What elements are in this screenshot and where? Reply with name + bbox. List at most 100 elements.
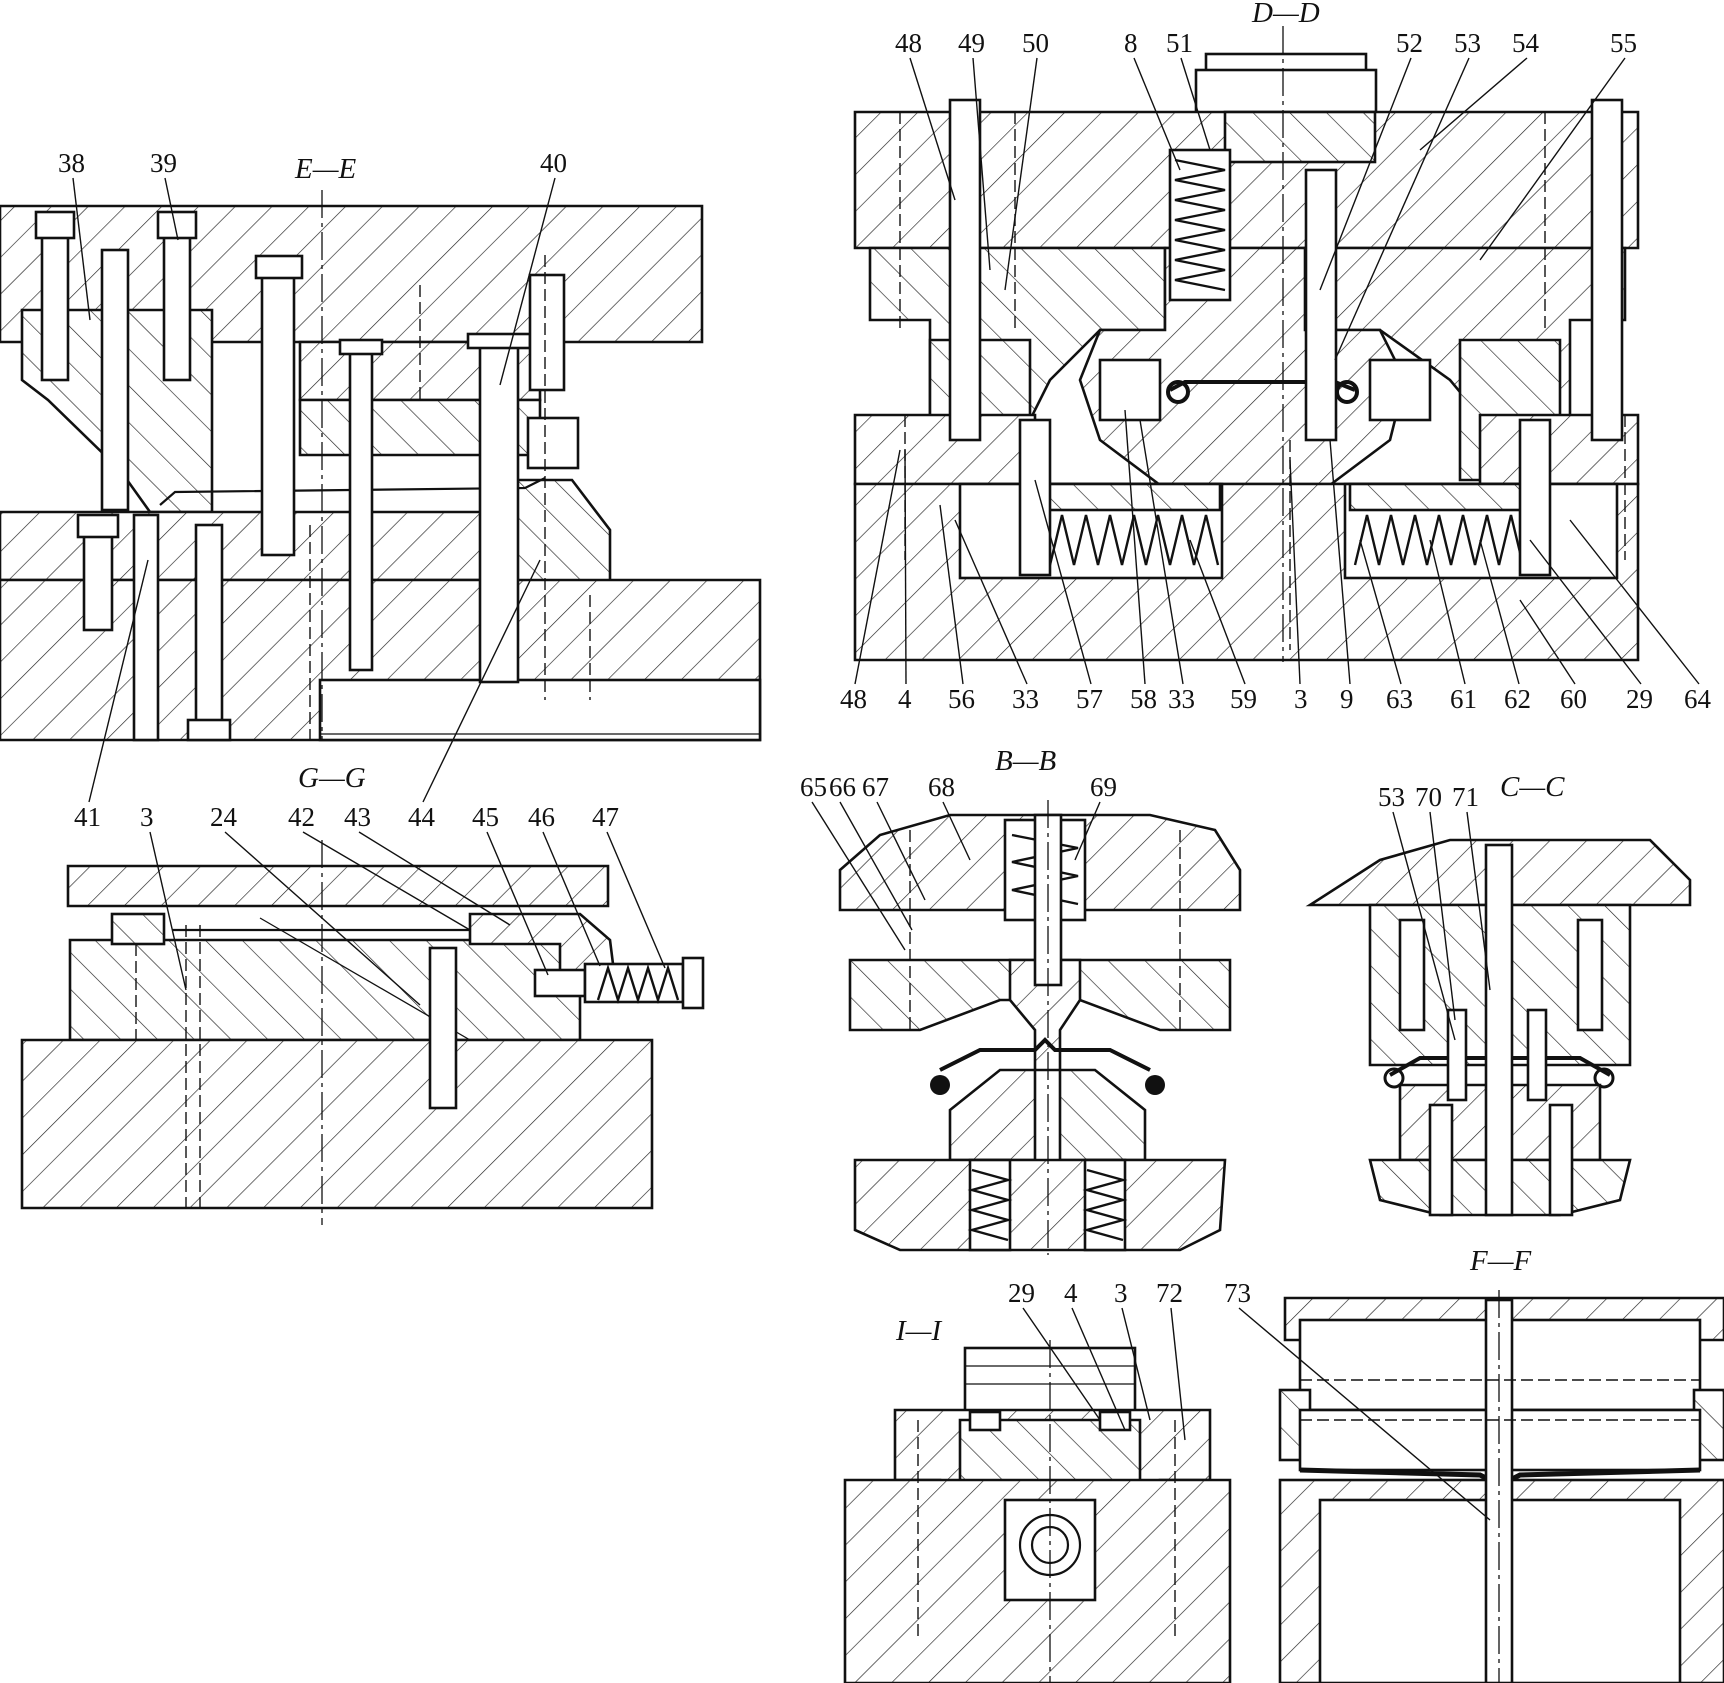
- svg-text:67: 67: [862, 772, 889, 802]
- gg-callout-46: 46: [528, 802, 601, 967]
- svg-text:4: 4: [1064, 1278, 1078, 1308]
- cc-left-screw: [1398, 918, 1426, 1032]
- dd-shank-seat: [1223, 110, 1377, 164]
- gg-callout-3: 3: [140, 802, 187, 991]
- bb-left-spring: [967, 1168, 1013, 1242]
- dd-right-abrasive-block: [1368, 358, 1432, 422]
- ii-right-screw: [1098, 1410, 1132, 1432]
- gg-callout-47: 47: [592, 802, 666, 969]
- section-d-d: D—D 48 49 50 8 51 52 53 54 55 48 4: [840, 0, 1712, 714]
- svg-text:50: 50: [1022, 28, 1049, 58]
- ee-stop-block: [528, 273, 566, 392]
- gg-callout-24: 24: [210, 802, 421, 1006]
- svg-text:60: 60: [1560, 684, 1587, 714]
- svg-text:39: 39: [150, 148, 177, 178]
- ee-pilot-guide-block: [526, 416, 580, 470]
- bb-lower-die-left: [948, 1068, 1037, 1162]
- cc-right-screw: [1576, 918, 1604, 1032]
- ee-guide-pillar-40-head: [466, 332, 532, 350]
- ee-dowel-pin-left: [100, 248, 130, 512]
- gg-spring-47: [596, 963, 680, 1005]
- cc-lower-left-screw: [1428, 1103, 1454, 1217]
- svg-text:52: 52: [1396, 28, 1423, 58]
- ee-pilot-punch: [348, 348, 374, 672]
- dd-disc-springs: [1174, 158, 1226, 292]
- ee-bottom-screw-head: [186, 718, 232, 742]
- svg-text:4: 4: [898, 684, 912, 714]
- dd-ejector-rod-52: [1304, 168, 1338, 442]
- svg-text:33: 33: [1012, 684, 1039, 714]
- svg-text:64: 64: [1684, 684, 1712, 714]
- svg-text:53: 53: [1378, 782, 1405, 812]
- svg-text:69: 69: [1090, 772, 1117, 802]
- bb-callouts: 65 66 67 68 69: [800, 772, 1117, 951]
- section-f-f: F—F 73: [1224, 1245, 1724, 1683]
- svg-text:71: 71: [1452, 782, 1479, 812]
- cc-left-curl: [1383, 1067, 1405, 1089]
- svg-text:66: 66: [829, 772, 856, 802]
- ee-screw-39: [162, 230, 192, 382]
- gg-middle-block: [68, 938, 582, 1042]
- svg-text:38: 38: [58, 148, 85, 178]
- svg-text:43: 43: [344, 802, 371, 832]
- svg-text:73: 73: [1224, 1278, 1251, 1308]
- dd-left-spring-59: [1048, 514, 1220, 566]
- cc-lower-right-screw: [1548, 1103, 1574, 1217]
- dd-left-curl: [1166, 380, 1190, 404]
- gg-spring-housing-46: [583, 962, 685, 1004]
- bb-right-curl: [1145, 1075, 1165, 1095]
- gg-callout-43: 43: [344, 802, 511, 926]
- ee-lower-screw-head: [76, 513, 120, 539]
- svg-text:42: 42: [288, 802, 315, 832]
- svg-text:44: 44: [408, 802, 436, 832]
- svg-text:62: 62: [1504, 684, 1531, 714]
- svg-text:33: 33: [1168, 684, 1195, 714]
- svg-text:9: 9: [1340, 684, 1354, 714]
- svg-text:3: 3: [1114, 1278, 1128, 1308]
- ee-bottom-screw: [194, 523, 224, 732]
- cc-center-pin: [1484, 843, 1514, 1217]
- svg-text:55: 55: [1610, 28, 1637, 58]
- dd-upper-die-shoe: [853, 110, 1640, 250]
- gg-callout-42: 42: [288, 802, 471, 931]
- ff-callouts: 73: [1224, 1278, 1491, 1521]
- ee-guide-pillar-40: [478, 340, 520, 684]
- dd-guide-pillar-right: [1590, 98, 1624, 442]
- gg-screw: [428, 946, 458, 1110]
- cc-pin-71: [1526, 1008, 1548, 1102]
- dd-right-lifter-62: [1518, 418, 1552, 577]
- bb-right-spring: [1082, 1168, 1128, 1242]
- svg-text:41: 41: [74, 802, 101, 832]
- svg-text:24: 24: [210, 802, 238, 832]
- section-c-c: C—C 53 70 71: [1305, 771, 1692, 1217]
- dd-guide-pillar-left: [948, 98, 982, 442]
- svg-text:53: 53: [1454, 28, 1481, 58]
- svg-text:45: 45: [472, 802, 499, 832]
- section-i-i: I—I 29 4 3 72: [843, 1278, 1232, 1683]
- svg-text:3: 3: [140, 802, 154, 832]
- section-g-g: G—G 41 3 24 42 43 44 45 46: [20, 559, 705, 1225]
- bb-lower-die-right: [1058, 1068, 1147, 1162]
- dd-left-abrasive-block: [1098, 358, 1162, 422]
- dd-left-lifter-57: [1018, 418, 1052, 577]
- ii-left-screw: [968, 1410, 1002, 1432]
- gg-left-stop: [110, 912, 166, 946]
- svg-text:40: 40: [540, 148, 567, 178]
- ii-callouts: 29 4 3 72: [1008, 1278, 1186, 1441]
- svg-text:61: 61: [1450, 684, 1477, 714]
- dd-right-spring-61: [1353, 514, 1525, 566]
- svg-text:58: 58: [1130, 684, 1157, 714]
- bb-title: B—B: [995, 745, 1057, 777]
- svg-text:51: 51: [1166, 28, 1193, 58]
- svg-text:72: 72: [1156, 1278, 1183, 1308]
- ee-punch-left: [260, 273, 296, 557]
- svg-text:48: 48: [840, 684, 867, 714]
- ee-lower-screw: [82, 528, 114, 632]
- dd-formed-part: [1169, 380, 1356, 392]
- bb-formed-part: [939, 1037, 1151, 1072]
- cc-right-curl: [1593, 1067, 1615, 1089]
- svg-text:57: 57: [1076, 684, 1103, 714]
- bb-left-curl: [930, 1075, 950, 1095]
- gg-callout-41: 41: [74, 559, 149, 832]
